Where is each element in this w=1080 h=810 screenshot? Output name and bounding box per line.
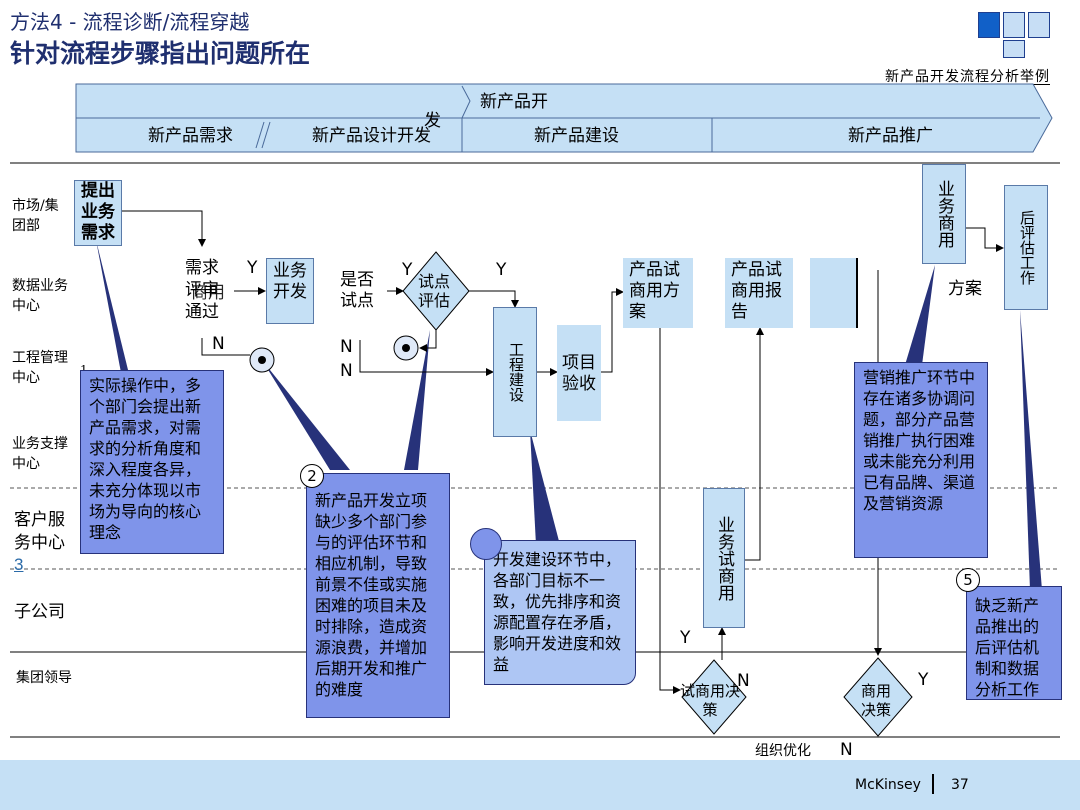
trial-decision-label: 试商用决策 — [680, 682, 741, 719]
biz-trial-box: 业务试商用 — [703, 488, 745, 628]
lane-engineering: 工程管理中心 — [12, 350, 68, 386]
callout-5-number: 5 — [956, 568, 980, 592]
flag-n-4: N — [737, 671, 750, 691]
req-pass-1: 需求 — [185, 258, 219, 278]
eng-build-box: 工程建设 — [493, 307, 537, 437]
callout-2-number: 2 — [300, 464, 324, 488]
flag-y-4: Y — [680, 628, 691, 648]
commercial-decision-label: 商用决策 — [861, 682, 892, 719]
callout-1: 实际操作中，多个部门会提出新产品需求，对需求的分析角度和深入程度各异，未充分体现… — [80, 370, 224, 554]
trial-report-box: 产品试商用报告 — [725, 258, 793, 328]
phase-requirement: 新产品需求 — [148, 126, 233, 146]
footer-bar — [0, 760, 1080, 810]
lane-market: 市场/集团部 — [12, 198, 59, 234]
req-pass-3: 通过 — [185, 302, 219, 322]
flag-n-5: N — [840, 740, 853, 760]
pilot-eval-label: 试点评估 — [418, 272, 451, 310]
accept-box: 项目验收 — [557, 325, 601, 421]
lane-customer-num: 3 — [14, 555, 24, 574]
callout-3-marker — [470, 528, 502, 560]
phase-promotion: 新产品推广 — [848, 126, 933, 146]
plan-label: 方案 — [948, 279, 982, 299]
is-pilot: 是否试点 — [340, 270, 374, 311]
callout-3: 开发建设环节中，各部门目标不一致，优先排序和资源配置存在矛盾，影响开发进度和效益 — [484, 540, 636, 685]
biz-dev-box: 业务开发 — [266, 258, 314, 324]
phase-fa-char: 发 — [424, 111, 441, 131]
trial-decision-diamond — [681, 659, 747, 735]
flag-y-1: Y — [247, 258, 258, 278]
flag-y-3: Y — [496, 260, 507, 280]
lane-customer: 客户服务中心 — [14, 510, 65, 552]
lane-data: 数据业务中心 — [12, 278, 68, 314]
diagram-subtitle: 新产品开发流程分析举例 — [885, 69, 1050, 85]
phase-design: 新产品设计开发 — [312, 126, 431, 146]
req-pass-2: 评审 — [185, 280, 219, 300]
callout-4: 营销推广环节中存在诸多协调问题，部分产品营销推广执行困难或未能充分利用已有品牌、… — [854, 362, 988, 558]
post-eval-box: 后评估工作 — [1004, 185, 1048, 310]
flag-n-3: N — [340, 361, 353, 381]
lane-support: 业务支撑中心 — [12, 436, 68, 472]
callout-2: 新产品开发立项缺少多个部门参与的评估环节和相应机制，导致前景不佳或实施困难的项目… — [306, 473, 450, 718]
raise-requirement-box: 提出业务需求 — [74, 180, 122, 246]
page-number: 37 — [951, 777, 969, 793]
flag-y-5: Y — [918, 670, 929, 690]
trial-plan-box: 产品试商用方案 — [623, 258, 693, 328]
flag-n-1: N — [212, 334, 225, 354]
method-title: 方法4 - 流程诊断/流程穿越 — [10, 10, 250, 34]
market-commercial-box: 业务商用 — [922, 164, 966, 264]
callout-5: 缺乏新产品推出的后评估机制和数据分析工作 — [966, 586, 1062, 700]
blank-box — [810, 258, 858, 328]
phase-top-label: 新产品开 — [480, 92, 548, 112]
flag-n-2: N — [340, 337, 353, 357]
pilot-eval-diamond — [402, 251, 470, 331]
flag-y-2: Y — [402, 260, 413, 280]
footer-separator — [932, 774, 934, 794]
phase-build: 新产品建设 — [534, 126, 619, 146]
page-title: 针对流程步骤指出问题所在 — [10, 39, 311, 68]
footer-brand: McKinsey — [855, 777, 921, 793]
lane-group: 集团领导 — [16, 670, 72, 686]
org-opt-label: 组织优化 — [755, 743, 811, 759]
req-overlap: 商用 — [191, 283, 225, 303]
commercial-decision-diamond — [843, 657, 913, 737]
lane-subsidiary: 子公司 — [14, 602, 65, 621]
